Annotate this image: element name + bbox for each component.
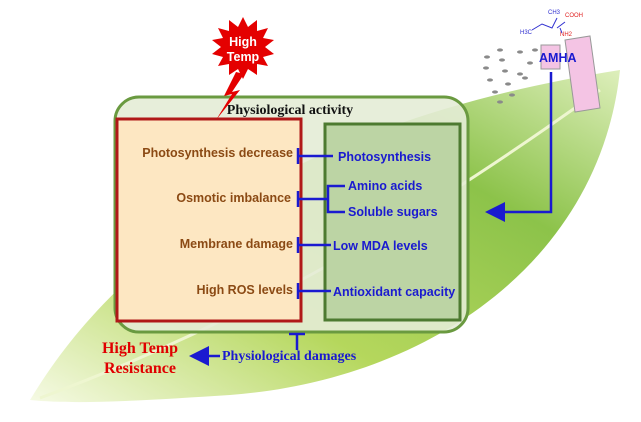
svg-text:CH3: CH3	[548, 10, 561, 16]
responses-box	[323, 122, 462, 322]
response-low-mda: Low MDA levels	[333, 239, 428, 253]
effect-membrane-damage: Membrane damage	[180, 237, 293, 251]
sprayer-body	[564, 35, 601, 113]
inhibition-connectors	[289, 148, 345, 350]
svg-text:Temp: Temp	[227, 50, 260, 64]
svg-text:NH2: NH2	[560, 32, 573, 38]
stress-effects-box	[115, 117, 303, 323]
amha-arrow	[485, 72, 553, 222]
spray-droplets	[483, 48, 538, 104]
high-temp-burst: High Temp	[212, 17, 274, 120]
effect-osmotic-imbalance: Osmotic imbalance	[176, 191, 291, 205]
response-soluble-sugars: Soluble sugars	[348, 205, 438, 219]
response-photosynthesis: Photosynthesis	[338, 150, 431, 164]
high-temp-resistance-line2: Resistance	[104, 360, 176, 377]
svg-text:COOH: COOH	[565, 13, 583, 19]
response-antioxidant: Antioxidant capacity	[333, 285, 455, 299]
effect-photosynthesis-decrease: Photosynthesis decrease	[142, 146, 293, 160]
lightning-tail	[216, 72, 244, 120]
amha-label: AMHA	[539, 51, 577, 65]
physiological-activity-title: Physiological activity	[227, 103, 353, 118]
svg-text:High: High	[229, 35, 257, 49]
effect-high-ros-levels: High ROS levels	[196, 283, 293, 297]
svg-text:H3C: H3C	[520, 30, 533, 36]
physiological-damages: Physiological damages	[222, 349, 357, 364]
amha-molecule: CH3 COOH H3C NH2	[520, 10, 583, 38]
sprayer-nozzle	[540, 44, 561, 70]
response-amino-acids: Amino acids	[348, 179, 422, 193]
high-temp-resistance-line1: High Temp	[102, 340, 178, 357]
